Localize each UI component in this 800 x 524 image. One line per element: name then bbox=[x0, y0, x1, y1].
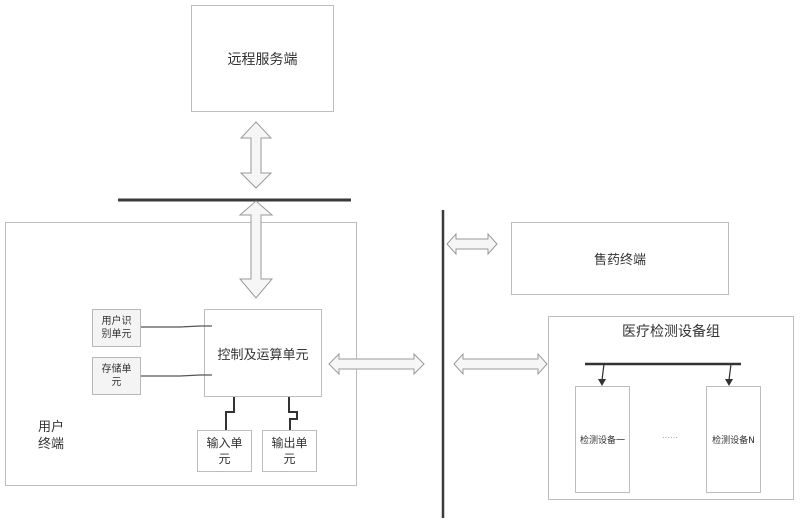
bus-device-group-arrow-icon bbox=[453, 352, 548, 376]
input-connector-line bbox=[225, 397, 235, 430]
remote-server-label: 远程服务端 bbox=[227, 51, 298, 68]
device-first-arrowhead-icon bbox=[598, 379, 606, 386]
pharmacy-terminal-box: 售药终端 bbox=[511, 222, 729, 295]
control-unit-box: 控制及运算单元 bbox=[204, 309, 322, 397]
output-connector-line bbox=[288, 397, 298, 430]
medical-device-group-label: 医疗检测设备组 bbox=[622, 324, 720, 340]
device-ellipsis: …… bbox=[662, 431, 678, 440]
server-bus-arrow-icon bbox=[239, 121, 273, 189]
user-id-connector-line bbox=[141, 325, 212, 328]
remote-server-box: 远程服务端 bbox=[191, 5, 334, 112]
storage-connector-line bbox=[141, 374, 212, 377]
device-first-arrow-line bbox=[601, 363, 605, 381]
output-unit-box: 输出单 元 bbox=[262, 430, 317, 472]
user-terminal-label: 用户 终端 bbox=[38, 420, 65, 452]
bus-pharmacy-arrow-icon bbox=[446, 232, 498, 256]
bus-control-arrow-icon bbox=[238, 200, 274, 299]
device-n-arrow-line bbox=[728, 363, 732, 381]
detection-device-first-box: 检测设备一 bbox=[575, 386, 630, 493]
control-bus-arrow-icon bbox=[328, 352, 425, 376]
pharmacy-terminal-label: 售药终端 bbox=[593, 253, 646, 268]
storage-unit-box: 存储单 元 bbox=[92, 357, 141, 395]
input-unit-box: 输入单 元 bbox=[197, 430, 252, 472]
device-n-arrowhead-icon bbox=[725, 379, 733, 386]
detection-device-n-box: 检测设备N bbox=[706, 386, 761, 493]
control-unit-label: 控制及运算单元 bbox=[217, 347, 309, 363]
user-id-unit-box: 用户识 别单元 bbox=[92, 309, 141, 347]
